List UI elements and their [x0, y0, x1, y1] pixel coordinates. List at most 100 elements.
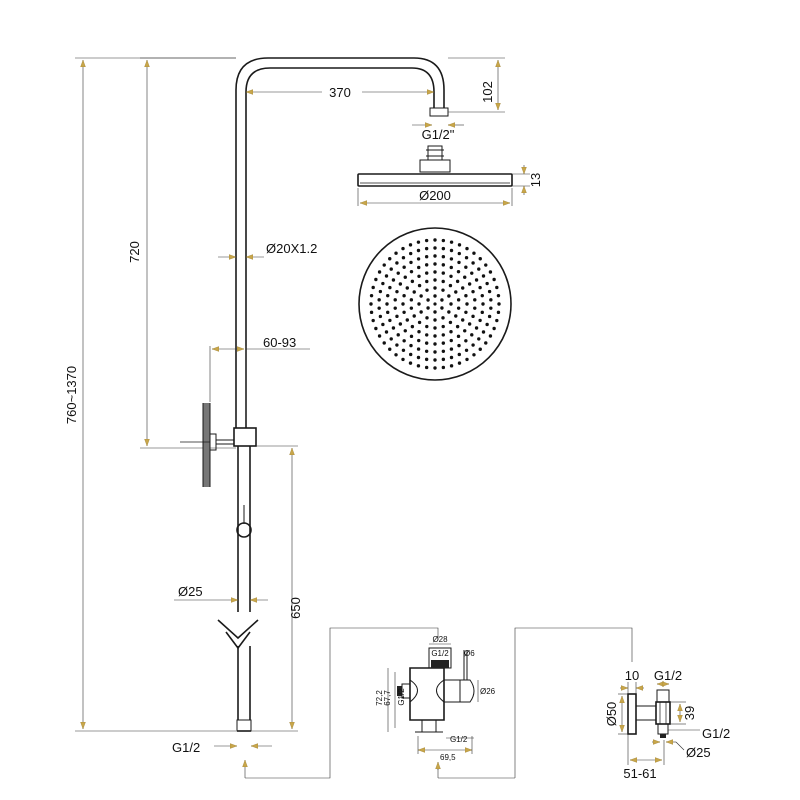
nozzle-dot — [395, 289, 399, 294]
nozzle-dot — [412, 290, 416, 294]
nozzle-dot — [409, 269, 414, 274]
nozzle-dot — [401, 246, 405, 251]
nozzle-dot — [402, 265, 406, 269]
nozzle-dot — [485, 281, 489, 286]
nozzle-dot — [456, 269, 461, 274]
nozzle-dot — [401, 256, 406, 260]
nozzle-dot — [378, 314, 383, 319]
nozzle-dot — [470, 333, 474, 337]
nozzle-dot — [374, 277, 378, 282]
nozzle-dot — [433, 294, 437, 298]
nozzle-dot — [472, 251, 476, 255]
nozzle-dot — [449, 355, 454, 360]
nozzle-dot — [478, 347, 482, 351]
nozzle-dot — [433, 366, 437, 370]
nozzle-dot — [481, 330, 486, 334]
nozzle-dot — [433, 286, 437, 290]
nozzle-dot — [395, 343, 399, 347]
nozzle-dot — [473, 306, 477, 310]
label-riser-height: 720 — [127, 241, 142, 263]
label-diverter-width: 69,5 — [440, 753, 456, 762]
nozzle-dot — [378, 289, 383, 294]
nozzle-dot — [417, 320, 422, 325]
nozzle-dot — [488, 334, 493, 338]
nozzle-dot — [441, 255, 446, 259]
nozzle-dot — [463, 275, 467, 279]
nozzle-dot — [441, 271, 445, 275]
nozzle-dot — [456, 298, 461, 302]
dim-arm-height: 102 — [448, 57, 505, 113]
nozzle-dot — [391, 326, 396, 330]
nozzle-dot — [417, 338, 421, 343]
nozzle-dot — [433, 270, 437, 274]
nozzle-dot — [395, 261, 399, 265]
nozzle-dot — [457, 260, 461, 265]
nozzle-dot — [471, 343, 475, 347]
nozzle-dot — [465, 357, 469, 362]
nozzle-dot — [441, 333, 445, 337]
nozzle-dot — [433, 342, 437, 346]
nozzle-dot — [449, 364, 454, 368]
nozzle-dot — [388, 318, 392, 323]
nozzle-dot — [489, 298, 493, 302]
label-arm-height: 102 — [480, 81, 495, 103]
shower-head-face — [358, 227, 512, 381]
label-lower-height: 650 — [288, 597, 303, 619]
nozzle-dot — [495, 285, 499, 290]
nozzle-dot — [385, 302, 389, 306]
nozzle-dot — [424, 349, 429, 353]
stop-valve-detail: 10 G1/2 Ø50 39 G1/2 Ø25 51-61 — [604, 668, 730, 781]
nozzle-dot — [401, 348, 406, 352]
nozzle-dot — [398, 282, 403, 286]
nozzle-dot — [394, 353, 398, 357]
nozzle-dot — [495, 318, 499, 323]
nozzle-dot — [402, 294, 406, 298]
nozzle-dot — [464, 348, 469, 352]
nozzle-dot — [417, 274, 421, 278]
dim-wall-distance: 60-93 — [209, 335, 310, 420]
nozzle-dot — [477, 337, 481, 341]
nozzle-dot — [416, 355, 421, 360]
nozzle-dot — [388, 347, 392, 351]
nozzle-dot — [464, 339, 468, 343]
nozzle-dot — [477, 267, 481, 271]
nozzle-dot — [497, 302, 501, 306]
nozzle-dot — [480, 293, 484, 298]
nozzle-dot — [457, 343, 461, 348]
nozzle-dot — [384, 330, 389, 334]
nozzle-dot — [433, 318, 437, 322]
nozzle-dot — [480, 310, 484, 315]
label-diverter-67: 67,7 — [383, 690, 392, 706]
diverter-detail: Ø28 G1/2 Ø6 72,2 67,7 G1/2 Ø26 G1/2 69,5 — [375, 635, 496, 762]
nozzle-dot — [433, 246, 437, 250]
nozzle-dot — [474, 326, 479, 330]
nozzle-dot — [424, 263, 429, 267]
dim-riser-pipe: Ø20X1.2 — [218, 241, 317, 257]
label-riser-pipe: Ø20X1.2 — [266, 241, 317, 256]
nozzle-dot — [381, 281, 385, 286]
nozzle-dot — [474, 278, 479, 282]
nozzle-dot — [471, 314, 475, 319]
nozzle-dot — [472, 353, 476, 357]
nozzle-dot — [393, 298, 397, 302]
nozzle-pattern — [369, 238, 501, 370]
nozzle-dot — [449, 302, 453, 306]
nozzle-dot — [398, 322, 403, 326]
dim-arm-outlet: G1/2" — [412, 125, 464, 142]
nozzle-dot — [417, 283, 422, 288]
label-diverter-d26: Ø26 — [480, 687, 496, 696]
label-arm-length: 370 — [329, 85, 351, 100]
nozzle-dot — [433, 350, 437, 354]
nozzle-dot — [382, 263, 386, 267]
nozzle-dot — [465, 302, 469, 306]
lower-pipe — [217, 446, 259, 732]
nozzle-dot — [403, 329, 407, 333]
nozzle-dot — [449, 347, 454, 351]
nozzle-dot — [388, 257, 392, 261]
nozzle-dot — [448, 320, 453, 325]
nozzle-dot — [425, 324, 429, 329]
nozzle-dot — [417, 330, 421, 334]
nozzle-dot — [441, 279, 445, 284]
nozzle-dot — [377, 334, 382, 338]
label-diverter-d28: Ø28 — [432, 635, 448, 644]
